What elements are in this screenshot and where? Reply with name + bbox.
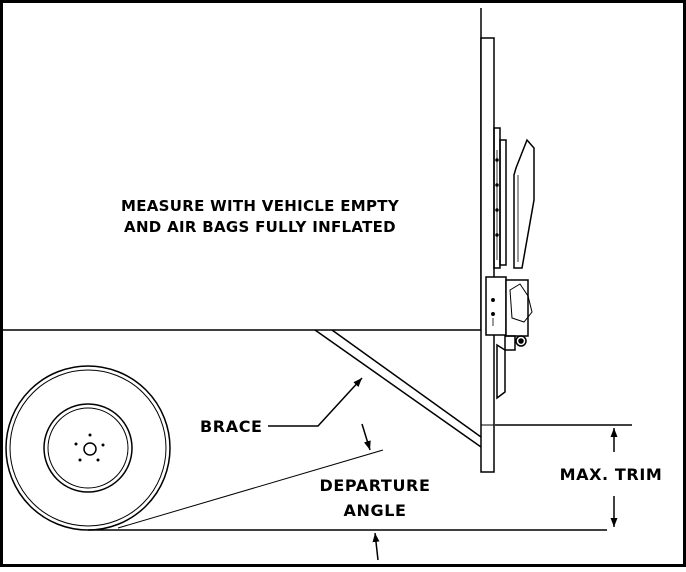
brace-leader xyxy=(268,377,363,427)
liftgate-platform xyxy=(480,37,535,473)
max-trim-dimension xyxy=(495,424,632,527)
wheel xyxy=(5,365,171,531)
measure-note-line1: MEASURE WITH VEHICLE EMPTY xyxy=(121,197,400,215)
departure-label-line2: ANGLE xyxy=(343,501,406,520)
brace-label: BRACE xyxy=(200,417,263,436)
max-trim-label: MAX. TRIM xyxy=(560,465,663,484)
brace xyxy=(314,329,482,448)
vehicle-body xyxy=(3,8,482,331)
departure-label-line1: DEPARTURE xyxy=(319,476,430,495)
departure-angle-lines xyxy=(88,423,607,561)
measure-note-line2: AND AIR BAGS FULLY INFLATED xyxy=(124,218,396,236)
